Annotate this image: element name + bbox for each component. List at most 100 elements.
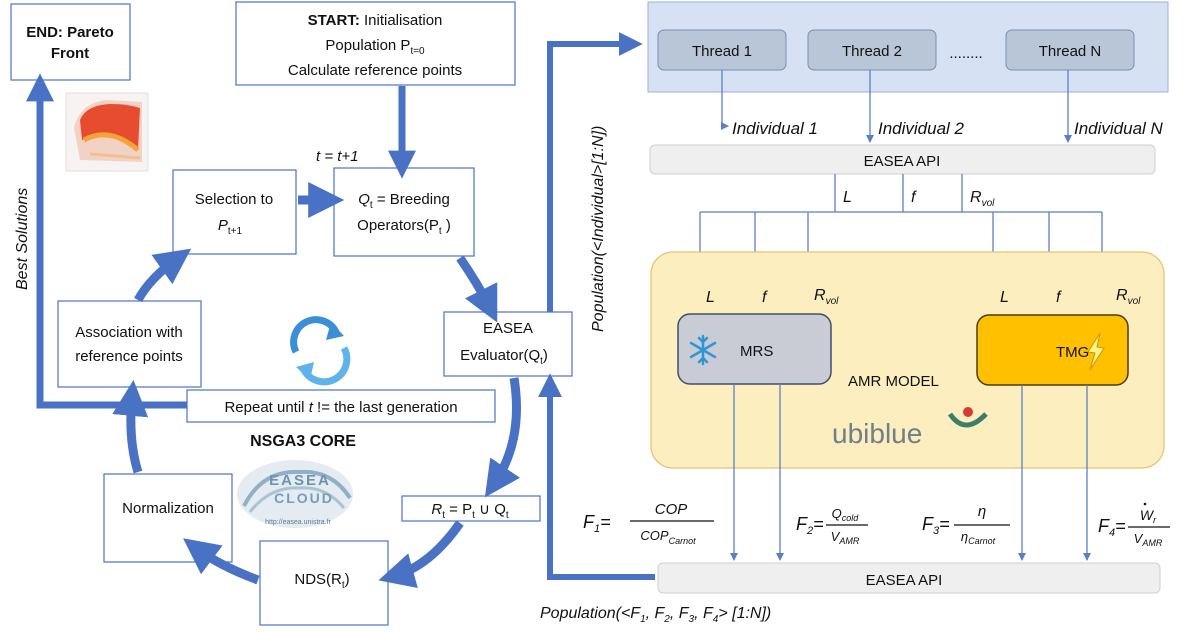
nds-sub: t [342, 580, 345, 591]
f1-den: COP [640, 528, 669, 543]
param-f-right: f [1056, 289, 1062, 306]
flow-evaluator-to-threads [547, 32, 643, 312]
svg-text:F3=: F3= [922, 514, 950, 537]
param-r-top-sub: vol [982, 198, 996, 209]
nds-box: NDS(Rt) [259, 540, 389, 626]
evaluator-line1: EASEA [483, 320, 533, 337]
f2-den: V [831, 529, 841, 544]
selection-sub: t+1 [228, 226, 243, 237]
param-l-left: L [706, 289, 715, 306]
easea-cloud-line2: CLOUD [274, 490, 334, 506]
start-population-sub: t=0 [410, 46, 425, 57]
repeat-box: Repeat until t != the last generation [186, 389, 496, 423]
thread-1-box: Thread 1 [657, 29, 787, 71]
snowflake-icon [689, 334, 717, 366]
ubiblue-logo: ubiblue [832, 407, 988, 449]
svg-text:Rvol: Rvol [1116, 287, 1141, 307]
thread-1-label: Thread 1 [692, 43, 752, 60]
thread-n-box: Thread N [1005, 29, 1135, 71]
breeding-line2b: ) [442, 217, 451, 234]
normalization-box: Normalization [103, 473, 233, 563]
t-update-label: t = t+1 [316, 148, 359, 165]
ubiblue-text: ubiblue [832, 418, 922, 449]
nsga3-flow-arrows [26, 32, 655, 589]
svg-text:F4=: F4= [1098, 516, 1126, 539]
population-bottom-e: > [1:N]) [718, 605, 771, 622]
repeat-a: Repeat until [224, 399, 308, 416]
svg-text:START: Initialisation: START: Initialisation [308, 12, 443, 29]
f1-den-sub: Carnot [669, 536, 697, 546]
evaluator-line2a: Evaluator(Q [460, 347, 540, 364]
population-bottom-s4: 4 [713, 614, 719, 625]
population-bottom-d: , F [694, 605, 714, 622]
svg-text:COPCarnot: COPCarnot [640, 528, 696, 546]
svg-text:F1=: F1= [583, 512, 611, 535]
param-f-top: f [911, 189, 917, 206]
start-population: Population P [325, 37, 410, 54]
nds-text: NDS(R [294, 571, 342, 588]
breeding-rest: = Breeding [373, 191, 450, 208]
population-bottom-s3: 3 [689, 614, 695, 625]
selection-box: Selection to Pt+1 [172, 169, 297, 255]
easea-api-bottom-label: EASEA API [866, 572, 943, 589]
svg-text:NDS(Rt): NDS(Rt) [294, 571, 349, 591]
population-bottom-s1: 1 [640, 614, 646, 625]
easea-evaluator-box: EASEA Evaluator(Qt) [443, 311, 573, 377]
population-bottom-c: , F [670, 605, 690, 622]
svg-text:Qt = Breeding: Qt = Breeding [358, 191, 450, 211]
rt-rest-sub: t [506, 510, 509, 521]
f3-den-sub: Carnot [968, 536, 996, 546]
thread-to-api-arrows [721, 70, 1072, 143]
start-bold: START: [308, 12, 360, 29]
population-individual-label: Population(<Individual>[1:N]) [590, 126, 607, 332]
rt-mid: = P [445, 501, 472, 518]
normalization-text: Normalization [122, 500, 214, 517]
easea-api-top-label: EASEA API [864, 153, 941, 170]
rt-rest: ∪ Q [475, 501, 506, 518]
thread-2-box: Thread 2 [807, 29, 937, 71]
f1-lhs-sub: 1 [594, 523, 600, 535]
svg-text:Rvol: Rvol [814, 287, 839, 307]
svg-text:VAMR: VAMR [831, 529, 860, 546]
f2-den-sub: AMR [838, 536, 860, 546]
individual-1-label: Individual 1 [732, 119, 818, 138]
breeding-box: Qt = Breeding Operators(Pt ) [333, 167, 475, 257]
easea-api-bottom-bar: EASEA API [657, 562, 1161, 594]
svg-text:Population Pt=0: Population Pt=0 [325, 37, 425, 57]
f2-num: Q [832, 506, 842, 521]
svg-text:VAMR: VAMR [1134, 531, 1163, 548]
nsga3-core-label: NSGA3 CORE [250, 433, 356, 450]
formula-f2: F2= Qcold VAMR [796, 506, 868, 546]
svg-text:ηCarnot: ηCarnot [961, 529, 996, 546]
flow-nds-to-normalization [183, 538, 260, 585]
f1-eq: = [600, 512, 611, 532]
association-box: Association with reference points [57, 300, 202, 388]
f2-lhs: F [796, 514, 808, 534]
individual-2-label: Individual 2 [878, 119, 965, 138]
flow-association-to-selection [134, 248, 192, 303]
nds-end: ) [345, 571, 350, 588]
rt-r-sub: t [442, 510, 445, 521]
breeding-line2-sub: t [439, 226, 442, 237]
svg-text:Rt = Pt ∪ Qt: Rt = Pt ∪ Qt [431, 501, 509, 521]
evaluator-line2-sub: t [540, 356, 543, 367]
f3-num: η [978, 503, 986, 520]
f2-num-sub: cold [842, 513, 860, 523]
amr-model-panel [650, 251, 1165, 469]
easea-cloud-logo: EASEA CLOUD http://easea.unistra.fr [237, 460, 353, 528]
thread-n-label: Thread N [1039, 43, 1102, 60]
start-box: START: Initialisation Population Pt=0 Ca… [235, 1, 516, 86]
rt-mid-sub: t [472, 510, 475, 521]
rt-r: R [431, 501, 442, 518]
svg-text:Qcold: Qcold [832, 506, 860, 523]
formula-f3: F3= η ηCarnot [922, 503, 1010, 546]
amr-model-label: AMR MODEL [848, 373, 939, 390]
f4-lhs-sub: 4 [1109, 527, 1115, 539]
f4-den-sub: AMR [1141, 538, 1163, 548]
svg-text:Wr: Wr [1140, 507, 1157, 525]
population-bottom-b: , F [646, 605, 666, 622]
param-l-right: L [1000, 289, 1009, 306]
param-r-right-sub: vol [1128, 296, 1142, 307]
easea-api-top-bar: EASEA API [649, 144, 1156, 175]
